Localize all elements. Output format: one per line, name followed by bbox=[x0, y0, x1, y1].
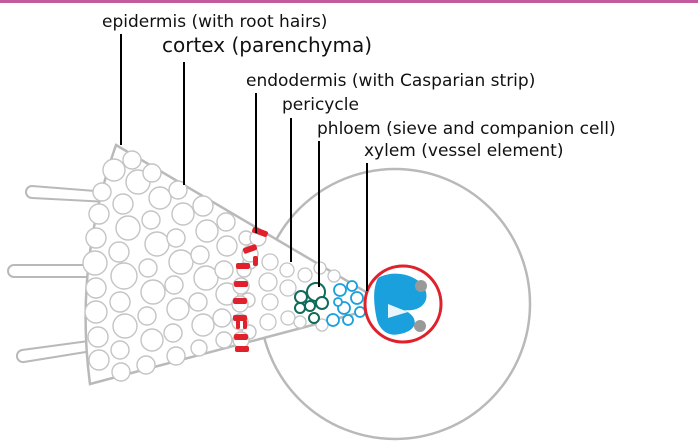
cell bbox=[328, 270, 340, 282]
parenchyma-cell bbox=[191, 340, 207, 356]
parenchyma-cell bbox=[137, 356, 155, 374]
cell bbox=[298, 268, 312, 282]
label-phloem: phloem (sieve and companion cell) bbox=[317, 119, 616, 139]
cell bbox=[280, 280, 296, 296]
cell bbox=[233, 298, 247, 304]
cell bbox=[294, 316, 306, 328]
parenchyma-cell bbox=[217, 236, 237, 256]
root-hair bbox=[8, 265, 93, 277]
parenchyma-cell bbox=[193, 196, 213, 216]
parenchyma-cell bbox=[86, 278, 106, 298]
parenchyma-cell bbox=[116, 216, 140, 240]
parenchyma-cell bbox=[141, 329, 163, 351]
cell bbox=[259, 273, 277, 291]
cell bbox=[351, 292, 363, 304]
label-cortex: cortex (parenchyma) bbox=[162, 33, 372, 57]
parenchyma-cell bbox=[213, 309, 231, 327]
cell bbox=[236, 263, 250, 269]
parenchyma-cell bbox=[141, 280, 165, 304]
cell bbox=[243, 320, 247, 329]
parenchyma-cell bbox=[167, 347, 185, 365]
cell bbox=[347, 281, 357, 291]
parenchyma-cell bbox=[169, 250, 193, 274]
parenchyma-cell bbox=[123, 151, 141, 169]
cell bbox=[262, 294, 278, 310]
xylem-vessel bbox=[365, 266, 441, 342]
parenchyma-cell bbox=[165, 276, 183, 294]
parenchyma-cell bbox=[113, 314, 137, 338]
parenchyma-cell bbox=[172, 203, 194, 225]
cell bbox=[253, 256, 258, 266]
cell bbox=[236, 320, 240, 329]
parenchyma-cell bbox=[89, 350, 109, 370]
cell bbox=[235, 346, 249, 352]
parenchyma-cell bbox=[217, 213, 235, 231]
parenchyma-cell bbox=[83, 251, 107, 275]
cell bbox=[355, 307, 365, 317]
parenchyma-cell bbox=[167, 298, 189, 320]
parenchyma-cell bbox=[111, 263, 137, 289]
parenchyma-cell bbox=[191, 246, 209, 264]
parenchyma-cell bbox=[143, 164, 161, 182]
parenchyma-cell bbox=[103, 159, 125, 181]
cell bbox=[305, 301, 315, 311]
top-accent-bar bbox=[0, 0, 698, 3]
cell bbox=[309, 313, 319, 323]
cell bbox=[281, 311, 295, 325]
parenchyma-cell bbox=[139, 259, 157, 277]
cell bbox=[334, 284, 346, 296]
parenchyma-cell bbox=[192, 314, 214, 336]
cell bbox=[295, 303, 305, 313]
label-epidermis: epidermis (with root hairs) bbox=[102, 12, 327, 32]
parenchyma-cell bbox=[112, 363, 130, 381]
parenchyma-cell bbox=[142, 211, 160, 229]
parenchyma-cell bbox=[89, 204, 109, 224]
parenchyma-cell bbox=[111, 341, 129, 359]
label-endodermis: endodermis (with Casparian strip) bbox=[246, 71, 535, 91]
parenchyma-cell bbox=[113, 194, 133, 214]
cell bbox=[343, 315, 353, 325]
parenchyma-cell bbox=[88, 327, 108, 347]
cell bbox=[234, 281, 248, 287]
cell bbox=[334, 298, 342, 306]
parenchyma-cell bbox=[196, 220, 218, 242]
parenchyma-cell bbox=[85, 301, 107, 323]
cell bbox=[234, 334, 248, 340]
parenchyma-cell bbox=[109, 242, 129, 262]
label-pericycle: pericycle bbox=[282, 95, 359, 115]
parenchyma-cell bbox=[110, 292, 130, 312]
parenchyma-cell bbox=[145, 232, 169, 256]
parenchyma-cell bbox=[189, 293, 207, 311]
parenchyma-cell bbox=[93, 183, 111, 201]
cell bbox=[295, 291, 307, 303]
cell bbox=[280, 263, 294, 277]
parenchyma-cell bbox=[86, 228, 106, 248]
cell bbox=[262, 254, 278, 270]
cell bbox=[260, 314, 276, 330]
xylem-dot bbox=[414, 320, 426, 332]
parenchyma-cell bbox=[215, 261, 233, 279]
cell bbox=[316, 297, 328, 309]
parenchyma-cell bbox=[138, 307, 156, 325]
label-xylem: xylem (vessel element) bbox=[364, 141, 563, 161]
parenchyma-cell bbox=[149, 187, 171, 209]
cell bbox=[327, 314, 339, 326]
xylem-dot bbox=[415, 280, 427, 292]
parenchyma-cell bbox=[216, 332, 232, 348]
parenchyma-cell bbox=[167, 229, 185, 247]
parenchyma-cell bbox=[164, 324, 182, 342]
